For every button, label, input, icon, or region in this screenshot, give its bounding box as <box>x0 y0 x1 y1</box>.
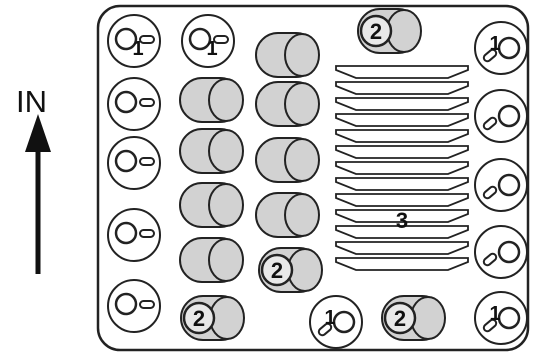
cup-icon: 1 <box>310 296 362 348</box>
glass-icon: 2 <box>181 296 244 340</box>
glass-icon <box>180 238 243 282</box>
glass-icon <box>256 82 319 126</box>
cup-number-label: 1 <box>489 303 500 325</box>
cup-number-label: 1 <box>132 38 143 60</box>
cup-icon <box>108 78 160 130</box>
glass-icon <box>256 138 319 182</box>
cup-icon <box>108 209 160 261</box>
cup-icon: 1 <box>475 292 527 344</box>
glass-icon: 2 <box>259 248 322 292</box>
glass-icon <box>256 193 319 237</box>
cup-icon <box>475 159 527 211</box>
cup-icon <box>475 226 527 278</box>
in-arrow-icon <box>25 114 51 274</box>
cup-icon <box>108 280 160 332</box>
cup-number-label: 1 <box>206 38 217 60</box>
glass-icon <box>180 129 243 173</box>
glass-icon <box>256 33 319 77</box>
glass-number-label: 2 <box>193 306 205 331</box>
glass-icon <box>180 183 243 227</box>
glass-number-label: 2 <box>370 19 382 44</box>
cup-icon <box>108 137 160 189</box>
plate-stack-number-label: 3 <box>396 208 408 233</box>
cup-icon: 1 <box>108 15 160 67</box>
glass-icon: 2 <box>358 9 421 53</box>
glass-icon <box>180 78 243 122</box>
cup-number-label: 1 <box>489 33 500 55</box>
cup-number-label: 1 <box>324 307 335 329</box>
cup-icon <box>475 90 527 142</box>
glass-icon: 2 <box>382 296 445 340</box>
glass-number-label: 2 <box>271 258 283 283</box>
cup-icon: 1 <box>475 22 527 74</box>
in-label: IN <box>16 84 47 119</box>
glass-number-label: 2 <box>394 306 406 331</box>
cup-icon: 1 <box>182 15 234 67</box>
